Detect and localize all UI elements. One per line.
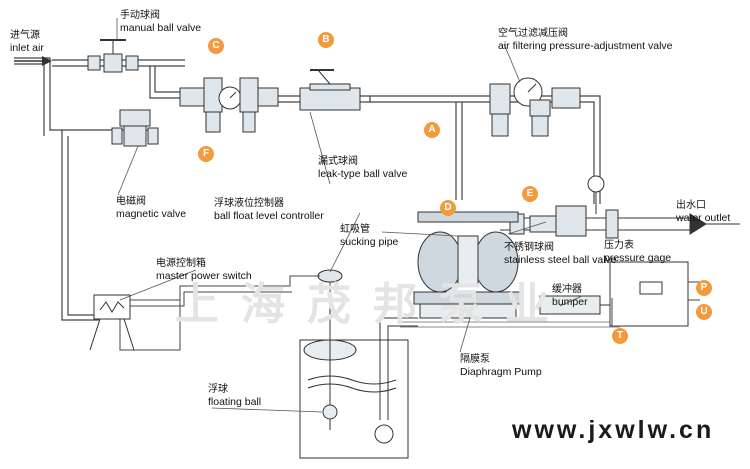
badge-f: F: [198, 146, 214, 162]
master-power-switch-box: [89, 294, 135, 351]
controller-box-right: [609, 261, 689, 327]
diaphragm-pump: [413, 211, 523, 319]
badge-c: C: [208, 38, 224, 54]
badge-p: P: [696, 280, 712, 296]
inlet-arrow: [14, 56, 52, 66]
badge-d: D: [440, 200, 456, 216]
sucking-pipe-route: [374, 317, 418, 444]
badge-e: E: [522, 186, 538, 202]
outlet-piping: [500, 175, 740, 239]
badge-b: B: [318, 32, 334, 48]
filter-regulator-unit-left: [179, 69, 361, 133]
badge-a: A: [424, 122, 440, 138]
filter-regulator-unit-right: [489, 77, 581, 137]
magnetic-valve-body: [111, 109, 159, 147]
control-wiring: [119, 275, 700, 351]
liquid-tank: [299, 269, 409, 459]
badge-u: U: [696, 304, 712, 320]
manual-ball-valve: [87, 39, 139, 73]
site-watermark: www.jxwlw.cn: [512, 416, 715, 444]
leader-lines: [116, 18, 583, 413]
badge-t: T: [612, 328, 628, 344]
air-supply-piping: [14, 57, 601, 321]
watermark-text: 上海茂邦泵业: [175, 279, 571, 330]
ground-line: [400, 321, 620, 328]
